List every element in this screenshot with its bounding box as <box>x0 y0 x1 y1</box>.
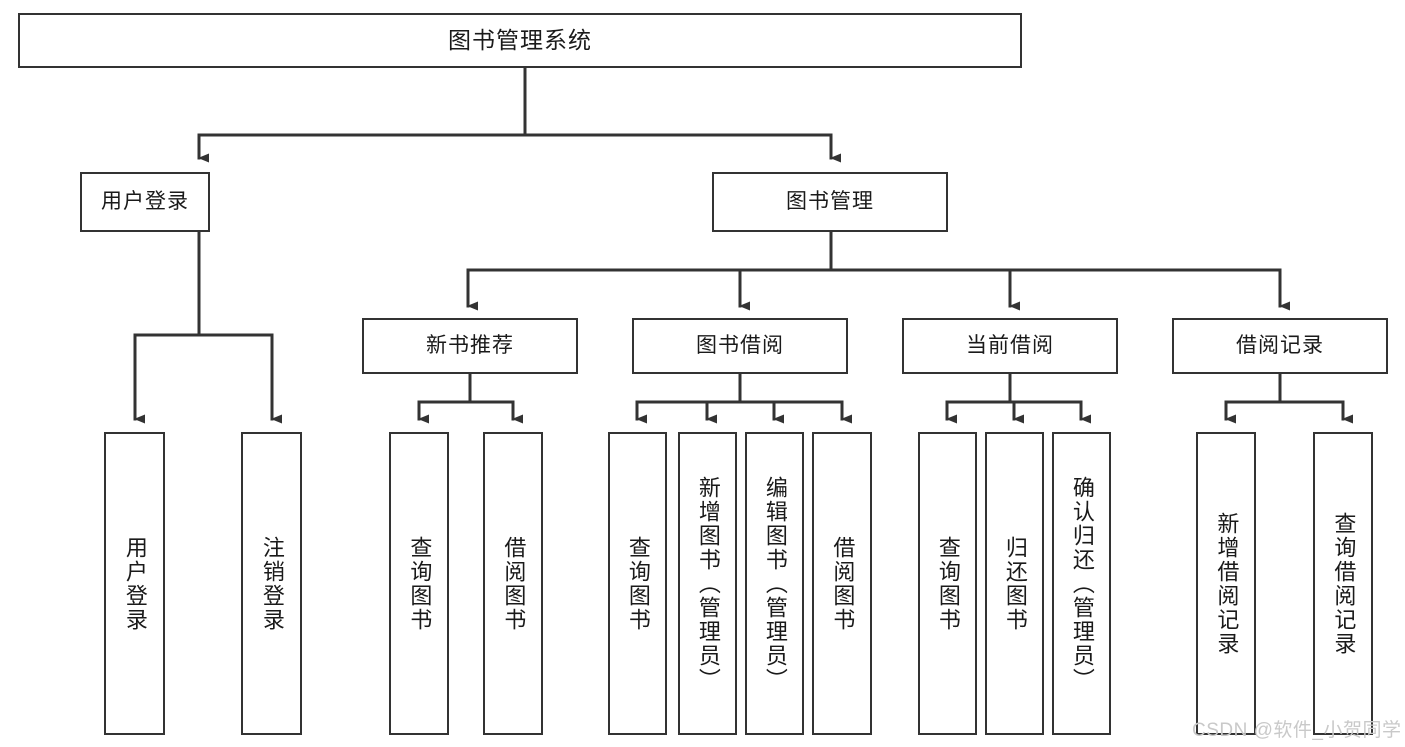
node-leaf-user-login[interactable]: 用户登录 <box>104 432 165 735</box>
node-new-book-rec-label: 新书推荐 <box>426 333 514 357</box>
node-leaf-confirm-return[interactable]: 确认归还（管理员） <box>1052 432 1111 735</box>
node-new-book-rec[interactable]: 新书推荐 <box>362 318 578 374</box>
node-leaf-edit-book-label: 编辑图书（管理员） <box>762 475 788 692</box>
node-leaf-return-book-label: 归还图书 <box>1002 535 1028 632</box>
node-leaf-query-book[interactable]: 查询图书 <box>608 432 667 735</box>
node-leaf-query-book-cur[interactable]: 查询图书 <box>918 432 977 735</box>
node-borrow-record-label: 借阅记录 <box>1236 333 1324 357</box>
node-leaf-query-book-label: 查询图书 <box>625 535 651 632</box>
node-leaf-logout[interactable]: 注销登录 <box>241 432 302 735</box>
node-book-borrow[interactable]: 图书借阅 <box>632 318 848 374</box>
node-user-login[interactable]: 用户登录 <box>80 172 210 232</box>
node-current-borrow-label: 当前借阅 <box>966 333 1054 357</box>
node-leaf-logout-label: 注销登录 <box>259 535 285 632</box>
node-book-manage[interactable]: 图书管理 <box>712 172 948 232</box>
node-book-borrow-label: 图书借阅 <box>696 333 784 357</box>
node-leaf-edit-book[interactable]: 编辑图书（管理员） <box>745 432 804 735</box>
node-leaf-query-book-rec[interactable]: 查询图书 <box>389 432 449 735</box>
node-leaf-add-book-label: 新增图书（管理员） <box>695 475 721 692</box>
node-leaf-query-book-cur-label: 查询图书 <box>935 535 961 632</box>
node-leaf-query-record[interactable]: 查询借阅记录 <box>1313 432 1373 735</box>
node-leaf-borrow-book-rec-label: 借阅图书 <box>501 535 527 632</box>
node-leaf-return-book[interactable]: 归还图书 <box>985 432 1044 735</box>
node-book-manage-label: 图书管理 <box>786 189 874 213</box>
node-leaf-borrow-book-label: 借阅图书 <box>830 535 856 632</box>
node-leaf-add-book[interactable]: 新增图书（管理员） <box>678 432 737 735</box>
node-leaf-add-record[interactable]: 新增借阅记录 <box>1196 432 1256 735</box>
csdn-watermark: CSDN @软件_小贺同学 <box>1192 720 1402 741</box>
node-root-label: 图书管理系统 <box>448 26 592 53</box>
node-leaf-borrow-book[interactable]: 借阅图书 <box>812 432 872 735</box>
node-root[interactable]: 图书管理系统 <box>18 13 1022 68</box>
node-current-borrow[interactable]: 当前借阅 <box>902 318 1118 374</box>
node-user-login-label: 用户登录 <box>101 189 189 213</box>
node-leaf-borrow-book-rec[interactable]: 借阅图书 <box>483 432 543 735</box>
node-leaf-confirm-return-label: 确认归还（管理员） <box>1069 475 1095 692</box>
node-leaf-query-record-label: 查询借阅记录 <box>1331 511 1357 656</box>
node-borrow-record[interactable]: 借阅记录 <box>1172 318 1388 374</box>
node-leaf-query-book-rec-label: 查询图书 <box>407 535 433 632</box>
node-leaf-add-record-label: 新增借阅记录 <box>1214 511 1240 656</box>
node-leaf-user-login-label: 用户登录 <box>122 535 148 632</box>
